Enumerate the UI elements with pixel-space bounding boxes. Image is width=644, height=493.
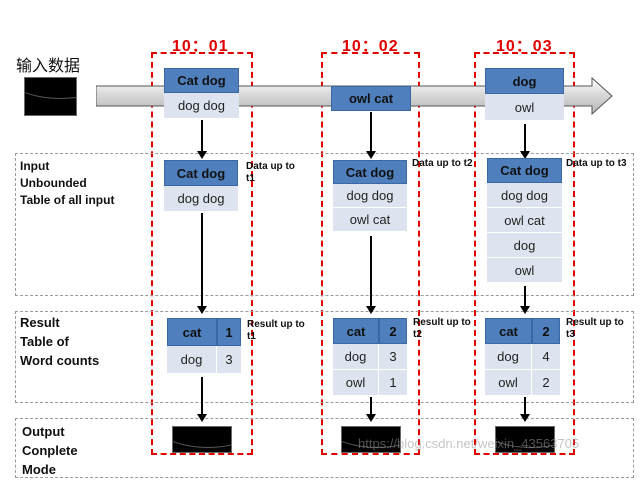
result-word: owl — [333, 370, 379, 396]
result-word: dog — [333, 344, 379, 370]
result-count: 2 — [379, 318, 407, 344]
input-cell: owl cat — [333, 208, 407, 232]
input-cell: Cat dog — [487, 158, 562, 183]
input-cell: dog dog — [333, 184, 407, 208]
output-terminal-icon-1 — [172, 426, 232, 453]
stream-batch-1: Cat dog dog dog — [164, 68, 239, 119]
result-table-2: cat 2 dog 3 owl 1 — [333, 318, 407, 396]
result-table-1: cat 1 dog 3 — [167, 318, 241, 374]
input-cell: owl cat — [487, 208, 562, 233]
stream-cell: owl — [485, 94, 564, 121]
input-table-2: Cat dog dog dog owl cat — [333, 160, 407, 232]
result-row-box — [15, 311, 634, 403]
result-count: 4 — [532, 344, 560, 370]
stream-cell: dog — [485, 68, 564, 94]
result-count: 2 — [532, 370, 560, 396]
time-label-3: 10：03 — [496, 38, 553, 55]
result-word: dog — [167, 346, 217, 374]
watermark: https://blog.csdn.net/weixin_43563705 — [358, 436, 580, 451]
data-note-3: Data up to t3 — [566, 158, 627, 169]
input-cell: Cat dog — [164, 160, 238, 186]
input-cell: owl — [487, 258, 562, 283]
input-cell: dog — [487, 233, 562, 258]
stream-batch-3: dog owl — [485, 68, 564, 121]
input-cell: Cat dog — [333, 160, 407, 184]
input-table-1: Cat dog dog dog — [164, 160, 238, 212]
result-note-2: Result up to t2 — [413, 317, 471, 340]
time-column-2 — [321, 52, 420, 455]
stream-batch-2: owl cat — [331, 86, 411, 111]
result-word: cat — [333, 318, 379, 344]
stream-cell: owl cat — [331, 86, 411, 111]
input-label: 输入数据 — [16, 56, 81, 75]
input-table-3: Cat dog dog dog owl cat dog owl — [487, 158, 562, 283]
result-count: 1 — [217, 318, 241, 346]
data-note-2: Data up to t2 — [412, 158, 473, 169]
result-count: 1 — [379, 370, 407, 396]
data-note-1: Data up to t1 — [246, 161, 295, 184]
input-row-box — [15, 153, 634, 296]
stream-cell: dog dog — [164, 93, 239, 119]
result-word: owl — [485, 370, 532, 396]
stream-cell: Cat dog — [164, 68, 239, 93]
output-terminal-icon-2 — [341, 426, 401, 453]
result-table-3: cat 2 dog 4 owl 2 — [485, 318, 560, 396]
time-column-3 — [474, 52, 575, 455]
result-count: 2 — [532, 318, 560, 344]
time-label-1: 10：01 — [172, 38, 229, 55]
output-row-box — [15, 418, 634, 478]
result-word: dog — [485, 344, 532, 370]
result-note-3: Result up to t3 — [566, 317, 624, 340]
result-count: 3 — [217, 346, 241, 374]
result-word: cat — [167, 318, 217, 346]
input-cell: dog dog — [164, 186, 238, 212]
input-terminal-icon — [24, 77, 77, 116]
output-terminal-icon-3 — [495, 426, 555, 453]
input-cell: dog dog — [487, 183, 562, 208]
result-note-1: Result up to t1 — [247, 319, 305, 342]
time-label-2: 10：02 — [342, 38, 399, 55]
time-column-1 — [151, 52, 253, 455]
result-word: cat — [485, 318, 532, 344]
result-count: 3 — [379, 344, 407, 370]
